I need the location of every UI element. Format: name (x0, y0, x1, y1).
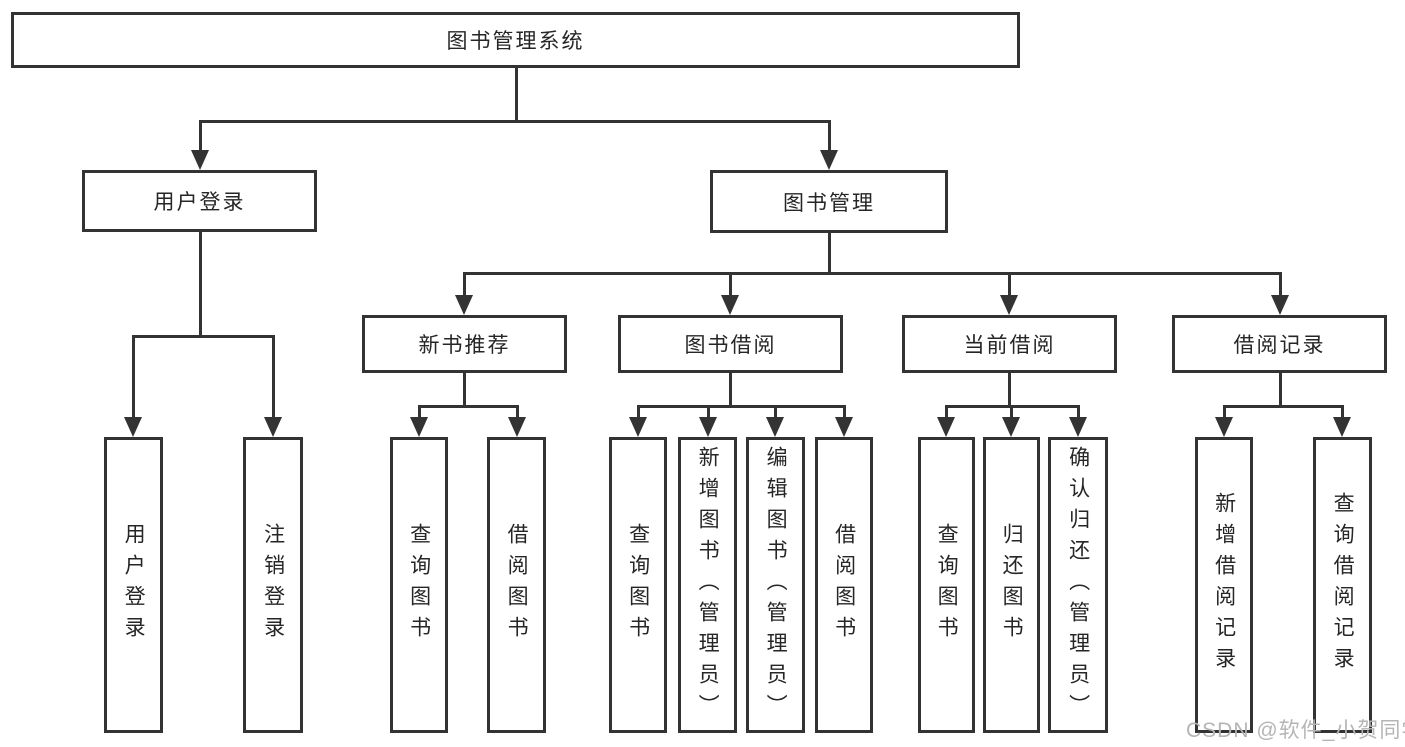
leaf-return-books: 归还图书 (983, 437, 1040, 733)
connector-user-login-drop (199, 230, 202, 337)
csdn-watermark: CSDN @软件_小贺同学 (1186, 719, 1405, 742)
connector-drop (1279, 272, 1282, 297)
connector-drop (1010, 405, 1013, 419)
leaf-label: 确认归还（管理员） (1066, 445, 1090, 725)
arrow-down-icon (835, 417, 853, 437)
connector-root-drop (515, 68, 518, 122)
connector-bus (1223, 405, 1344, 408)
arrow-down-icon (1069, 417, 1087, 437)
arrow-down-icon (1215, 417, 1233, 437)
connector-drop (463, 272, 466, 297)
leaf-user-login: 用户登录 (104, 437, 163, 733)
connector-level3-bus (463, 272, 1282, 275)
leaf-edit-books-admin: 编辑图书（管理员） (746, 437, 805, 733)
connector-drop (272, 335, 275, 418)
arrow-down-icon (1271, 295, 1289, 315)
node-label: 用户登录 (153, 191, 246, 214)
connector-bus (418, 405, 519, 408)
leaf-label: 查询图书 (935, 523, 959, 647)
connector-drop (1223, 405, 1226, 419)
connector-drop (516, 405, 519, 419)
arrow-down-icon (410, 417, 428, 437)
arrow-down-icon (455, 295, 473, 315)
arrow-down-icon (629, 417, 647, 437)
connector-drop (828, 120, 831, 152)
connector-book-mgmt-drop (828, 231, 831, 274)
node-current-borrowing: 当前借阅 (902, 315, 1117, 373)
arrow-down-icon (191, 150, 209, 170)
leaf-label: 查询图书 (626, 523, 650, 647)
connector-drop (707, 405, 710, 419)
leaf-label: 用户登录 (122, 523, 146, 647)
connector-drop (1341, 405, 1344, 419)
connector-drop (199, 120, 202, 152)
leaf-label: 注销登录 (261, 523, 285, 647)
leaf-add-borrow-record: 新增借阅记录 (1195, 437, 1253, 733)
leaf-label: 归还图书 (1000, 523, 1024, 647)
connector-bus (637, 405, 846, 408)
arrow-down-icon (1000, 295, 1018, 315)
node-book-management: 图书管理 (710, 170, 948, 233)
node-label: 借阅记录 (1233, 334, 1326, 357)
leaf-label: 编辑图书（管理员） (764, 445, 788, 725)
node-book-borrowing: 图书借阅 (618, 315, 843, 373)
connector-drop (1008, 272, 1011, 297)
leaf-borrow-books-recommend: 借阅图书 (487, 437, 546, 733)
node-label: 图书管理系统 (446, 30, 585, 53)
arrow-down-icon (721, 295, 739, 315)
node-user-login: 用户登录 (82, 170, 317, 232)
leaf-add-books-admin: 新增图书（管理员） (678, 437, 737, 733)
arrow-down-icon (264, 417, 282, 437)
node-label: 当前借阅 (963, 334, 1056, 357)
connector-drop (637, 405, 640, 419)
connector-drop (418, 405, 421, 419)
arrow-down-icon (1002, 417, 1020, 437)
leaf-label: 借阅图书 (505, 523, 529, 647)
connector-drop (843, 405, 846, 419)
connector-user-login-bus (132, 335, 275, 338)
leaf-label: 查询借阅记录 (1331, 492, 1355, 678)
connector-drop (729, 371, 732, 407)
leaf-label: 新增借阅记录 (1212, 492, 1236, 678)
node-label: 图书借阅 (684, 334, 777, 357)
leaf-query-borrow-record: 查询借阅记录 (1313, 437, 1372, 733)
connector-drop (1279, 371, 1282, 407)
leaf-query-books-recommend: 查询图书 (390, 437, 448, 733)
connector-drop (1008, 371, 1011, 407)
node-library-management-system: 图书管理系统 (11, 12, 1020, 68)
connector-drop (774, 405, 777, 419)
arrow-down-icon (508, 417, 526, 437)
leaf-query-books-borrow: 查询图书 (609, 437, 667, 733)
node-new-book-recommendation: 新书推荐 (362, 315, 567, 373)
connector-level2-bus (199, 120, 831, 123)
arrow-down-icon (699, 417, 717, 437)
leaf-confirm-return-admin: 确认归还（管理员） (1048, 437, 1108, 733)
connector-drop (729, 272, 732, 297)
leaf-label: 新增图书（管理员） (696, 445, 720, 725)
node-label: 新书推荐 (418, 334, 511, 357)
arrow-down-icon (820, 150, 838, 170)
leaf-borrow-books: 借阅图书 (815, 437, 873, 733)
arrow-down-icon (1333, 417, 1351, 437)
leaf-logout: 注销登录 (243, 437, 303, 733)
node-borrowing-records: 借阅记录 (1172, 315, 1387, 373)
leaf-label: 查询图书 (407, 523, 431, 647)
connector-drop (132, 335, 135, 418)
arrow-down-icon (124, 417, 142, 437)
connector-drop (1077, 405, 1080, 419)
connector-drop (945, 405, 948, 419)
connector-drop (463, 371, 466, 407)
leaf-label: 借阅图书 (832, 523, 856, 647)
node-label: 图书管理 (783, 191, 875, 215)
arrow-down-icon (937, 417, 955, 437)
arrow-down-icon (766, 417, 784, 437)
leaf-query-books-current: 查询图书 (918, 437, 975, 733)
